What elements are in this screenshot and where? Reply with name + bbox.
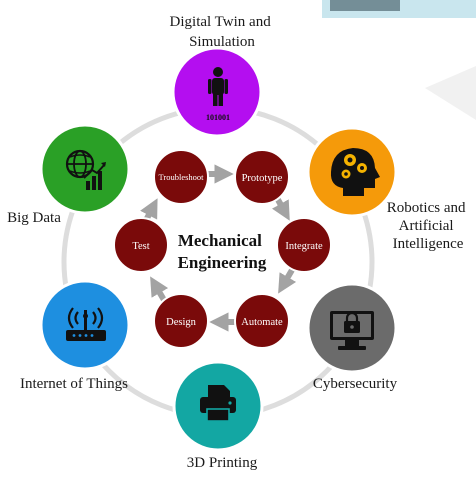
step-label-test: Test (132, 241, 149, 252)
robot-head-gears-icon (330, 148, 380, 196)
step-label-integrate: Integrate (285, 241, 323, 252)
step-troubleshoot: Troubleshoot (153, 149, 209, 205)
center-title: Mechanical Engineering (178, 231, 267, 272)
tech-iot: Internet of Things (20, 279, 131, 392)
tech-digital-twin: 101001 Digital Twin and Simulation (170, 14, 275, 138)
globe-chart-icon (65, 149, 106, 190)
arrow-design-test (150, 276, 169, 302)
tech-label-3d-printing: 3D Printing (187, 455, 258, 471)
arrow-integrate-automate (278, 268, 297, 294)
background-watermark (425, 66, 476, 120)
tech-label-big-data: Big Data (7, 210, 61, 226)
printer-icon (200, 385, 236, 422)
arrow-prototype-integrate (271, 196, 290, 221)
step-test: Test (113, 217, 169, 273)
digital-twin-binary: 101001 (206, 113, 230, 122)
tech-robotics-ai: Robotics and Artificial Intelligence (306, 126, 470, 252)
tech-label-cybersecurity: Cybersecurity (313, 376, 398, 392)
secure-computer-icon (330, 311, 374, 350)
tech-label-iot: Internet of Things (20, 376, 128, 392)
router-wifi-icon (66, 307, 106, 341)
step-integrate: Integrate (276, 217, 332, 273)
tech-3d-printing: 3D Printing (172, 360, 264, 471)
digital-twin-icon (208, 67, 228, 106)
tech-label-digital-twin: Digital Twin and Simulation (170, 14, 275, 50)
step-prototype: Prototype (234, 149, 290, 205)
step-label-design: Design (166, 317, 196, 328)
step-design: Design (153, 293, 209, 349)
tech-cybersecurity: Cybersecurity (306, 282, 398, 392)
step-label-troubleshoot: Troubleshoot (158, 172, 204, 182)
step-automate: Automate (234, 293, 290, 349)
cycle-arrows (140, 164, 297, 332)
tech-big-data: Big Data (7, 123, 131, 226)
tech-label-robotics: Robotics and Artificial Intelligence (387, 200, 470, 252)
step-label-prototype: Prototype (242, 173, 283, 184)
step-label-automate: Automate (241, 317, 283, 328)
